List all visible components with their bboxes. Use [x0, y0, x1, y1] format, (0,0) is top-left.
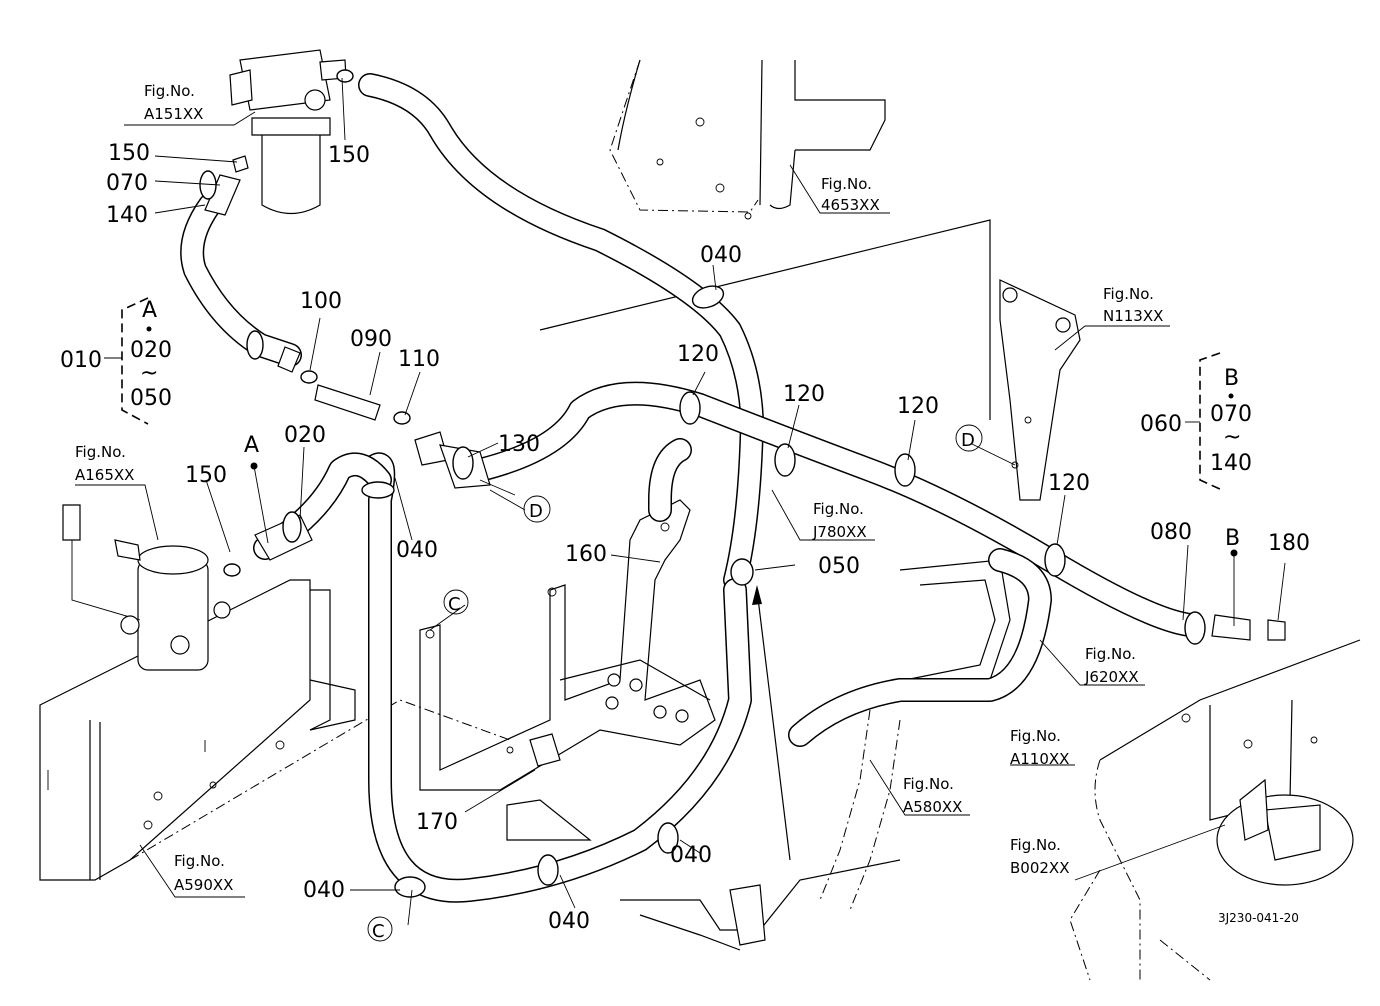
svg-text:Fig.No.: Fig.No. [1103, 285, 1154, 303]
fig-code: A590XX [174, 876, 233, 894]
svg-text:Fig.No.: Fig.No. [813, 500, 864, 518]
fig-ref-a165xx: Fig.No. A165XX [75, 443, 134, 484]
label-040: 040 [670, 843, 712, 868]
label-080: 080 [1150, 520, 1192, 545]
fig-ref-b002xx: Fig.No. B002XX [1010, 836, 1069, 877]
label-040: 040 [548, 909, 590, 934]
fig-code: N113XX [1103, 307, 1163, 325]
label-160: 160 [565, 542, 607, 567]
fig-ref-4653xx: Fig.No. 4653XX [821, 175, 880, 214]
fig-ref-a580xx: Fig.No. A580XX [903, 775, 962, 816]
bracket-010 [121, 297, 149, 425]
group-ref-a: A [142, 298, 157, 323]
label-020: 020 [284, 423, 326, 448]
label-100: 100 [300, 289, 342, 314]
drawing-code: 3J230-041-20 [1218, 911, 1299, 925]
svg-text:Fig.No.: Fig.No. [1085, 645, 1136, 663]
fig-ref-a590xx: Fig.No. A590XX [174, 852, 233, 894]
circle-ref-c2: C [367, 916, 393, 942]
label-070: 070 [106, 171, 148, 196]
hose-upper [358, 73, 764, 592]
label-150: 150 [185, 463, 227, 488]
svg-text:D: D [529, 501, 543, 522]
svg-text:Fig.No.: Fig.No. [144, 82, 195, 100]
label-140: 140 [106, 203, 148, 228]
group-from-070: 070 [1210, 402, 1252, 427]
leader-lines [75, 77, 1286, 926]
label-150: 150 [108, 141, 150, 166]
fig-ref-a110xx: Fig.No. A110XX [1010, 727, 1069, 768]
svg-text:Fig.No.: Fig.No. [75, 443, 126, 461]
label-120: 120 [897, 394, 939, 419]
svg-text:Fig.No.: Fig.No. [821, 175, 872, 193]
part-number-labels: 150 150 070 140 100 090 110 010 150 020 … [60, 141, 1310, 934]
svg-text:Fig.No.: Fig.No. [1010, 727, 1061, 745]
svg-text:Fig.No.: Fig.No. [1010, 836, 1061, 854]
fig-code: J780XX [812, 523, 867, 541]
fig-code: A165XX [75, 466, 134, 484]
label-040: 040 [700, 243, 742, 268]
fig-ref-j780xx: Fig.No. J780XX [812, 500, 867, 541]
fig-code: 4653XX [821, 196, 880, 214]
svg-text:D: D [961, 430, 975, 451]
circle-ref-d1: D [523, 495, 551, 523]
fig-ref-n113xx: Fig.No. N113XX [1103, 285, 1163, 325]
group-ref-b: B [1224, 366, 1239, 391]
label-040: 040 [396, 538, 438, 563]
svg-text:Fig.No.: Fig.No. [174, 852, 225, 870]
label-010: 010 [60, 348, 102, 373]
label-130: 130 [498, 432, 540, 457]
svg-text:C: C [448, 594, 461, 615]
label-050: 050 [818, 554, 860, 579]
fuel-pump [62, 504, 231, 671]
fig-ref-j620xx: Fig.No. J620XX [1084, 645, 1139, 686]
fig-code: A151XX [144, 105, 203, 123]
label-120: 120 [783, 382, 825, 407]
label-060: 060 [1140, 412, 1182, 437]
group-tilde: ~ [1223, 425, 1241, 450]
label-120: 120 [677, 342, 719, 367]
label-110: 110 [398, 347, 440, 372]
label-120: 120 [1048, 471, 1090, 496]
label-150: 150 [328, 143, 370, 168]
fig-code: A580XX [903, 798, 962, 816]
fig-code: B002XX [1010, 859, 1069, 877]
circle-ref-c1: C [443, 589, 469, 615]
water-separator [229, 49, 347, 214]
fig-code: A110XX [1010, 750, 1069, 768]
group-from-020: 020 [130, 338, 172, 363]
label-090: 090 [350, 327, 392, 352]
components [62, 49, 1286, 898]
fuel-hoses [180, 73, 1202, 903]
group-tilde: ~ [140, 361, 158, 386]
assembly-group-010: A 020 ~ 050 [130, 298, 172, 411]
group-to-050: 050 [130, 386, 172, 411]
label-040: 040 [303, 878, 345, 903]
fig-code: J620XX [1084, 668, 1139, 686]
hose-fittings [204, 69, 1286, 641]
svg-text:C: C [372, 921, 385, 942]
assembly-group-060: B 070 ~ 140 [1210, 366, 1252, 476]
label-170: 170 [416, 810, 458, 835]
point-ref-a: A [244, 433, 259, 458]
hose-clamps [199, 170, 1206, 898]
point-ref-b: B [1225, 526, 1240, 551]
fig-ref-a151xx: Fig.No. A151XX [142, 82, 215, 126]
circle-ref-d2: D [955, 424, 983, 452]
svg-text:Fig.No.: Fig.No. [903, 775, 954, 793]
label-180: 180 [1268, 531, 1310, 556]
group-to-140: 140 [1210, 451, 1252, 476]
